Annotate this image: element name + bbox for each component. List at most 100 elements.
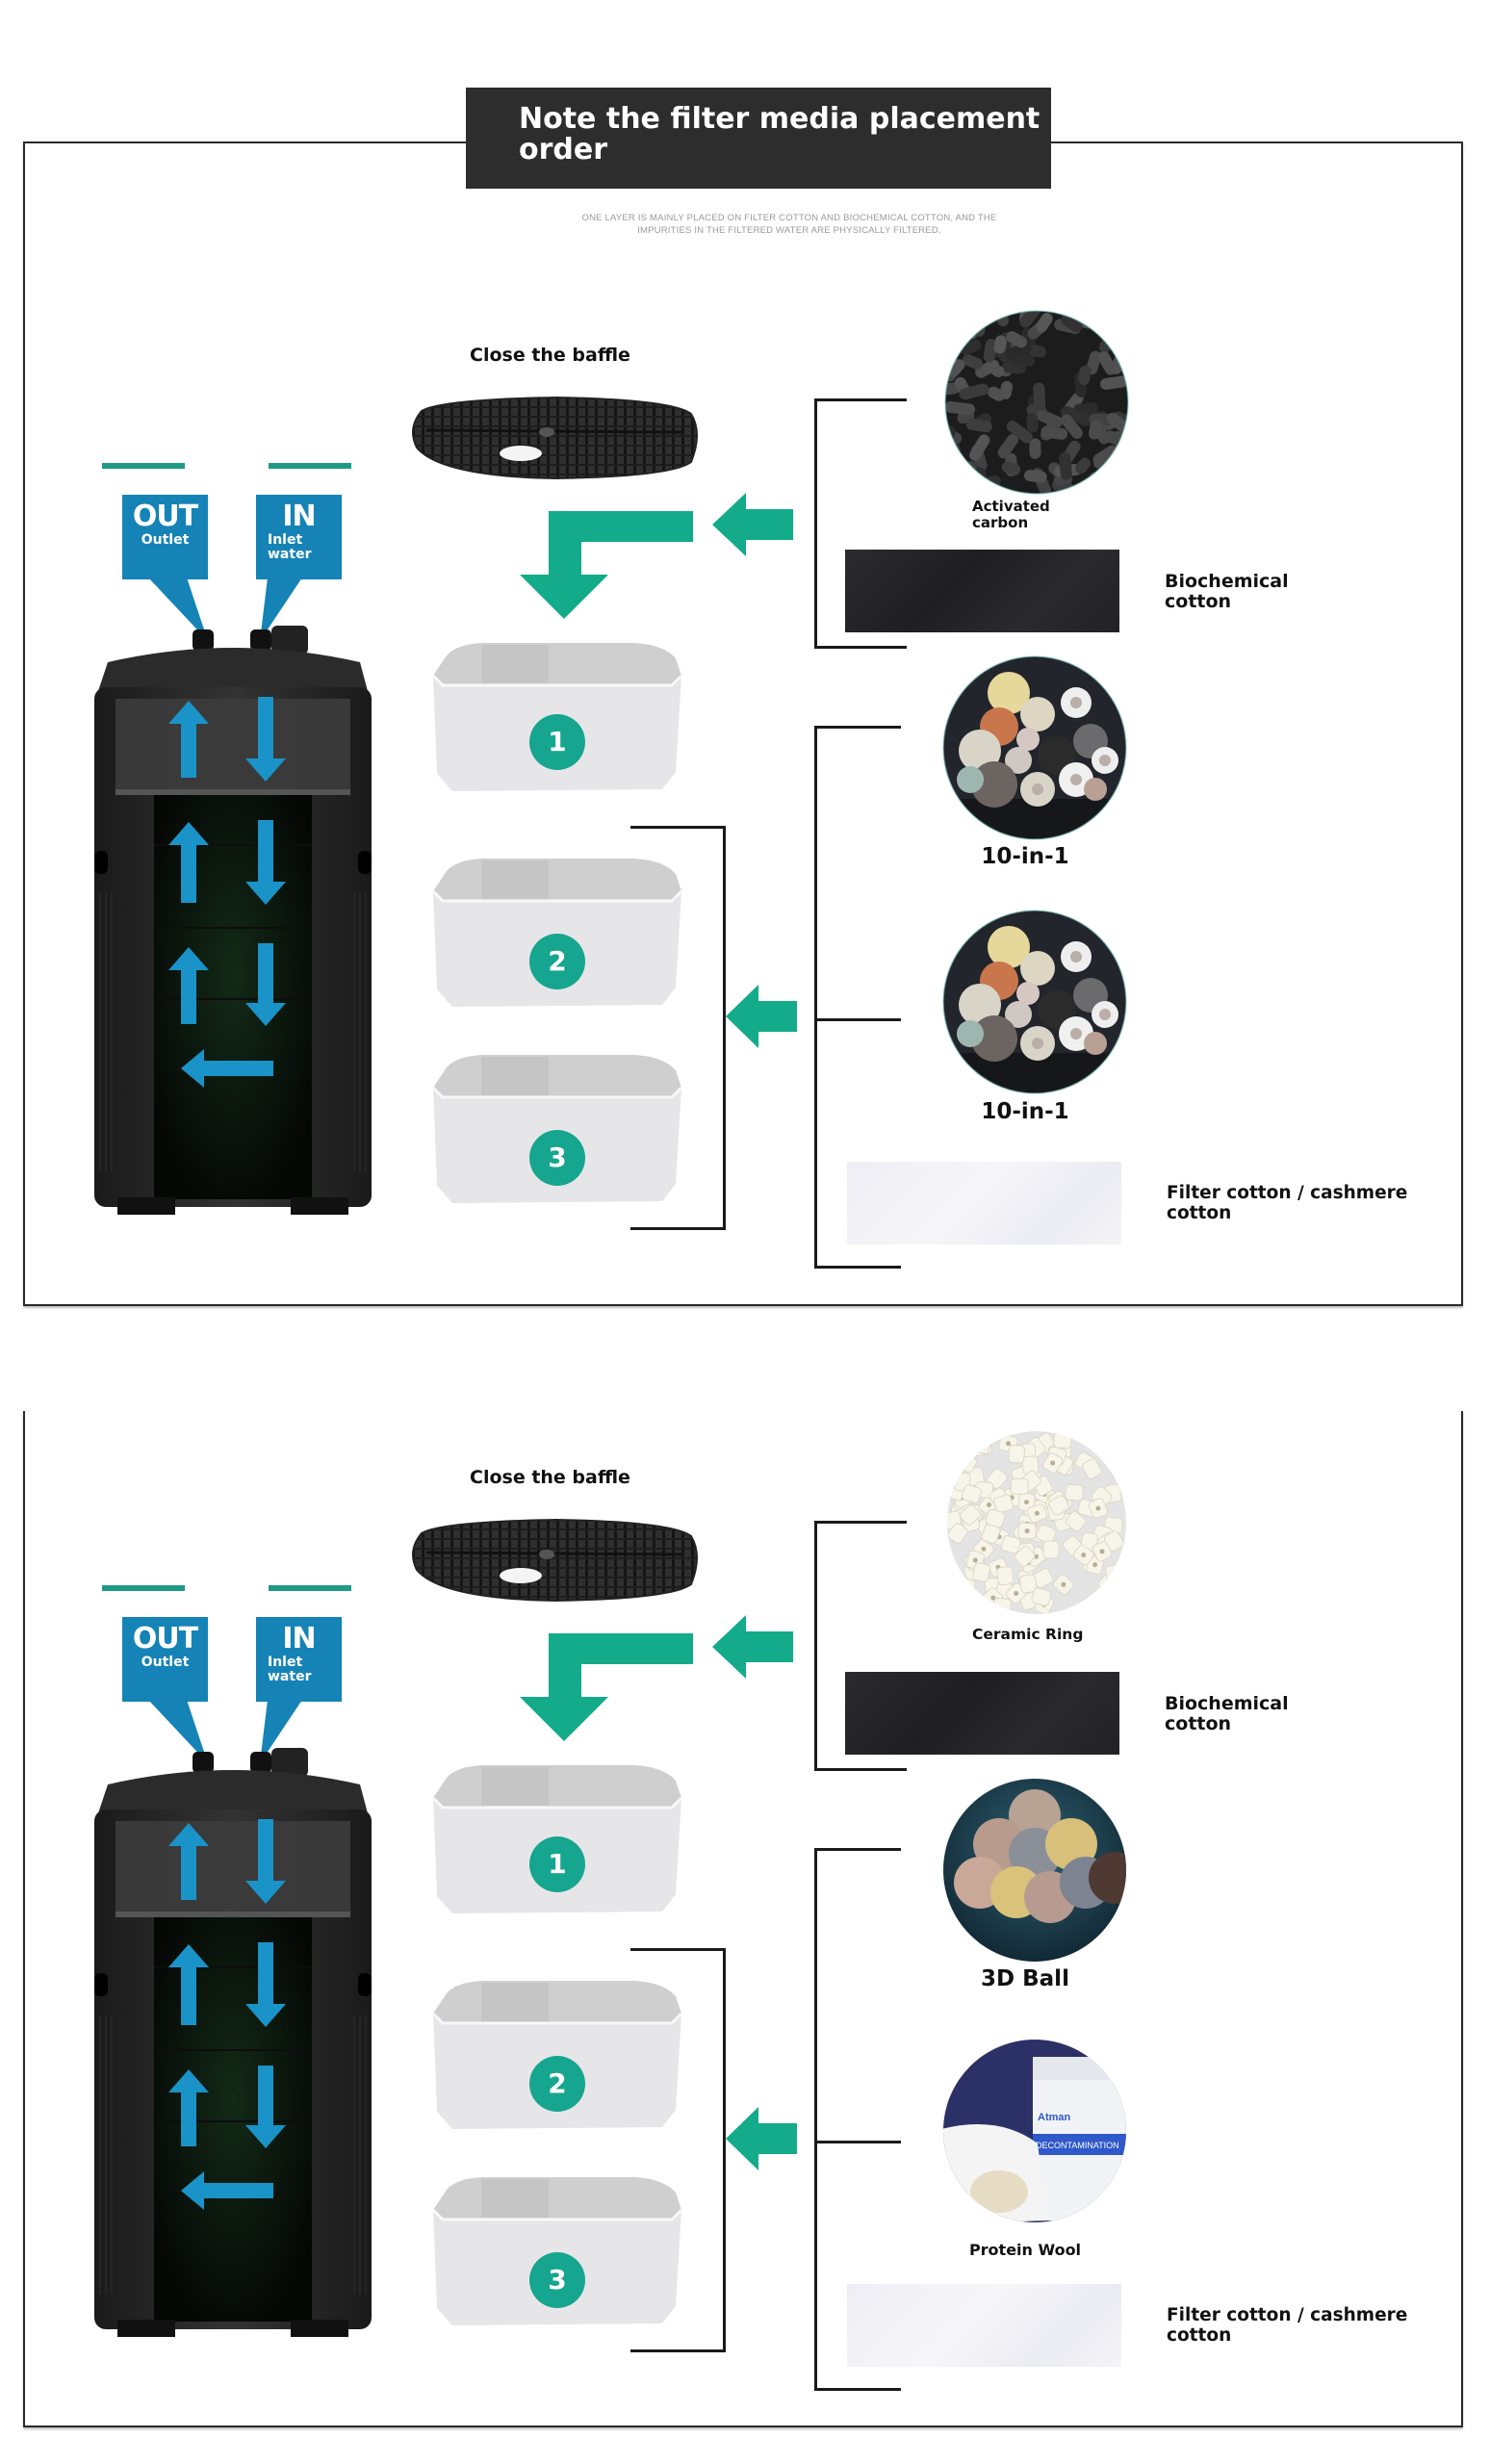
subtitle-line-1: ONE LAYER IS MAINLY PLACED ON FILTER COT…: [581, 213, 997, 223]
baffle-plate-icon: [412, 396, 698, 480]
lower-media-bracket-bottom: [814, 2388, 901, 2391]
basket-bracket-vertical: [723, 1948, 726, 2352]
flow-down-arrow-2: [245, 820, 286, 905]
inlet-indicator-bar: [269, 463, 351, 469]
outlet-callout: OUT Outlet: [122, 495, 208, 579]
flow-up-arrow-3: [168, 2069, 209, 2146]
top-circle-media-label: Ceramic Ring: [972, 1626, 1084, 1643]
flow-up-arrow-2: [168, 822, 209, 903]
filter-cotton-label-line-2: cotton: [1167, 2325, 1232, 2346]
panel-2-frame: [23, 1411, 1463, 2427]
filter-cotton-label: Filter cotton / cashmere cotton: [1167, 2305, 1407, 2346]
lower-circle-media-2-label: 10-in-1: [981, 1099, 1069, 1124]
10-in-1-media-image: [941, 909, 1128, 1099]
inlet-callout-pointer: [260, 578, 302, 641]
teal-left-arrow-lower-icon: [726, 2107, 797, 2170]
biochemical-cotton-label-line-1: Biochemical: [1165, 571, 1289, 592]
close-baffle-label: Close the baffle: [470, 1467, 630, 1488]
filter-basket-2: 2: [424, 1975, 693, 2143]
flow-up-arrow-3: [168, 947, 209, 1024]
subtitle-line-2: IMPURITIES IN THE FILTERED WATER ARE PHY…: [637, 225, 941, 236]
flow-down-arrow-1: [245, 697, 286, 782]
lower-circle-media-2-label: Protein Wool: [968, 2241, 1082, 2259]
flow-up-arrow-1: [168, 701, 209, 778]
basket-bracket-top: [630, 1948, 726, 1951]
inlet-title: IN: [282, 500, 316, 533]
lower-media-bracket-bottom: [814, 1266, 901, 1269]
ceramic-ring-image: [943, 1429, 1130, 1620]
teal-left-arrow-icon: [712, 493, 793, 556]
basket-bracket-vertical: [723, 826, 726, 1230]
lower-media-bracket-vertical: [814, 1848, 817, 2391]
baffle-plate-icon: [412, 1518, 698, 1603]
outlet-callout-pointer: [148, 578, 208, 641]
filter-basket-1: 1: [424, 1759, 693, 1927]
outlet-indicator-bar: [102, 463, 185, 469]
subtitle: ONE LAYER IS MAINLY PLACED ON FILTER COT…: [520, 212, 1059, 237]
outlet-callout-pointer: [148, 1700, 208, 1763]
lower-media-bracket-top: [814, 726, 901, 729]
biochemical-cotton-label-line-2: cotton: [1165, 1713, 1232, 1734]
activated-carbon-image: [943, 309, 1130, 500]
teal-left-arrow-icon: [712, 1615, 793, 1679]
lower-media-bracket-top: [814, 1848, 901, 1851]
inlet-subtitle-line-2: water: [268, 547, 312, 562]
basket-bracket-bottom: [630, 2349, 726, 2352]
biochemical-cotton-label-line-1: Biochemical: [1165, 1693, 1289, 1714]
filter-cotton-pad: [847, 2284, 1121, 2367]
flow-left-arrow: [181, 2171, 273, 2210]
filter-cotton-pad: [847, 1162, 1121, 1245]
filter-cotton-label-line-2: cotton: [1167, 1203, 1232, 1223]
basket-number-badge: 3: [529, 2252, 585, 2308]
activated-carbon-label-line-2: carbon: [972, 514, 1029, 531]
filter-cotton-label: Filter cotton / cashmere cotton: [1167, 1183, 1407, 1223]
page-title: Note the filter media placement order: [466, 88, 1051, 189]
filter-basket-1: 1: [424, 637, 693, 805]
top-media-bracket-bottom: [814, 1768, 907, 1771]
water-flow-arrows: [168, 1819, 286, 2210]
outlet-indicator-bar: [102, 1585, 185, 1591]
basket-number-badge: 1: [529, 1836, 585, 1892]
page-title-text: Note the filter media placement order: [519, 102, 1040, 167]
flow-down-arrow-3: [245, 943, 286, 1026]
filter-cotton-label-line-1: Filter cotton / cashmere: [1167, 2305, 1408, 2325]
teal-turn-down-arrow-icon: [520, 1633, 693, 1741]
outlet-title: OUT: [132, 1622, 198, 1656]
biochemical-cotton-pad: [845, 1672, 1119, 1755]
lower-circle-media-1-label: 3D Ball: [981, 1966, 1069, 1991]
teal-left-arrow-lower-icon: [726, 985, 797, 1048]
basket-bracket-bottom: [630, 1227, 726, 1230]
flow-left-arrow: [181, 1049, 273, 1088]
flow-up-arrow-1: [168, 1823, 209, 1900]
outlet-callout: OUT Outlet: [122, 1617, 208, 1702]
basket-bracket-top: [630, 826, 726, 829]
inlet-callout: IN Inlet water: [256, 1617, 342, 1702]
10-in-1-media-image: [941, 654, 1128, 845]
biochemical-cotton-label: Biochemical cotton: [1165, 572, 1289, 612]
filter-basket-3: 3: [424, 1049, 693, 1217]
flow-down-arrow-3: [245, 2066, 286, 2148]
top-media-bracket-top: [814, 1521, 907, 1524]
inlet-subtitle-line-2: water: [268, 1669, 312, 1684]
inlet-title: IN: [282, 1622, 316, 1656]
biochemical-cotton-label: Biochemical cotton: [1165, 1694, 1289, 1734]
teal-turn-down-arrow-icon: [520, 511, 693, 619]
3d-ball-media-image: [941, 1777, 1128, 1967]
lower-media-bracket-vertical: [814, 726, 817, 1269]
basket-number-badge: 1: [529, 714, 585, 770]
top-media-bracket-vertical: [814, 1521, 817, 1771]
inlet-callout-pointer: [260, 1700, 302, 1763]
top-media-bracket-bottom: [814, 646, 907, 649]
outlet-subtitle: Outlet: [141, 1655, 190, 1670]
filter-basket-3: 3: [424, 2171, 693, 2339]
top-media-bracket-top: [814, 398, 907, 401]
inlet-subtitle-line-1: Inlet: [268, 1655, 303, 1670]
svg-text:DECONTAMINATION: DECONTAMINATION: [1036, 2141, 1119, 2150]
lower-media-bracket-middle: [814, 2141, 901, 2143]
inlet-indicator-bar: [269, 1585, 351, 1591]
lower-media-bracket-middle: [814, 1018, 901, 1021]
flow-down-arrow-2: [245, 1942, 286, 2027]
canister-filter-icon: [94, 626, 372, 1215]
